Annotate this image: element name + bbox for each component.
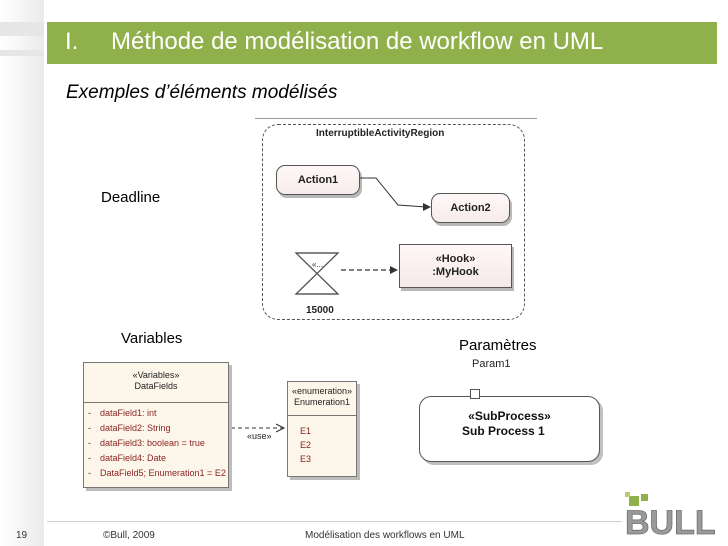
enumeration-class-box: «enumeration» Enumeration1 E1 E2 E3	[287, 381, 357, 477]
use-label: «use»	[247, 431, 272, 441]
bull-logo-icon: BULL	[625, 492, 716, 542]
region-title: InterruptibleActivityRegion	[316, 128, 445, 139]
hook-stereotype: «Hook»	[435, 253, 476, 265]
class-attribute: -dataField4: Date	[88, 453, 167, 463]
enum-literal: E2	[300, 440, 312, 450]
slide-title-bar: I. Méthode de modélisation de workflow e…	[47, 22, 717, 64]
subprocess-stereotype: «SubProcess»	[468, 409, 551, 423]
section-number: I.	[65, 28, 79, 55]
enum-literal: E3	[300, 454, 312, 464]
hook-name: :MyHook	[432, 266, 479, 278]
page-number: 19	[16, 530, 28, 541]
deadline-label: Deadline	[101, 189, 161, 206]
class-stereotype: «Variables»	[132, 370, 180, 380]
class-attribute: -dataField2: String	[88, 423, 171, 433]
class-attribute: -dataField1: int	[88, 408, 157, 418]
param-label: Param1	[472, 358, 511, 370]
enum-name: Enumeration1	[293, 397, 351, 407]
parametres-label: Paramètres	[459, 337, 537, 354]
action2-node: Action2	[431, 193, 510, 223]
hook-node: «Hook» :MyHook	[399, 244, 512, 288]
action1-label: Action1	[297, 174, 339, 186]
stripe-band	[0, 22, 44, 36]
region-top-line	[255, 118, 537, 119]
class-attribute: -dataField3: boolean = true	[88, 438, 205, 448]
hourglass-value: 15000	[306, 305, 334, 316]
stripe-band	[0, 50, 44, 56]
class-header: «Variables» DataFields	[84, 363, 228, 403]
hourglass-label: «...	[312, 260, 324, 269]
variables-label: Variables	[121, 330, 183, 347]
enum-stereotype: «enumeration»	[291, 386, 353, 396]
parameter-pin	[470, 389, 480, 399]
subprocess-node: «SubProcess» Sub Process 1	[419, 396, 600, 462]
subprocess-name: Sub Process 1	[462, 424, 545, 438]
enum-header: «enumeration» Enumeration1	[288, 382, 356, 416]
slide-title: Méthode de modélisation de workflow en U…	[111, 28, 604, 55]
action1-node: Action1	[276, 165, 360, 195]
enum-literal: E1	[300, 426, 312, 436]
logo-text: BULL	[625, 504, 716, 542]
footer-copyright: ©Bull, 2009	[103, 530, 155, 541]
class-name: DataFields	[134, 381, 178, 391]
variables-class-box: «Variables» DataFields -dataField1: int …	[83, 362, 229, 488]
interruptible-activity-region	[262, 124, 525, 320]
decorative-left-stripe	[0, 0, 44, 546]
footer-title: Modélisation des workflows en UML	[305, 530, 465, 541]
slide-subtitle: Exemples d’éléments modélisés	[66, 82, 338, 103]
action2-label: Action2	[450, 202, 491, 214]
footer-divider	[47, 521, 622, 522]
class-attribute: -DataField5; Enumeration1 = E2	[88, 468, 226, 478]
